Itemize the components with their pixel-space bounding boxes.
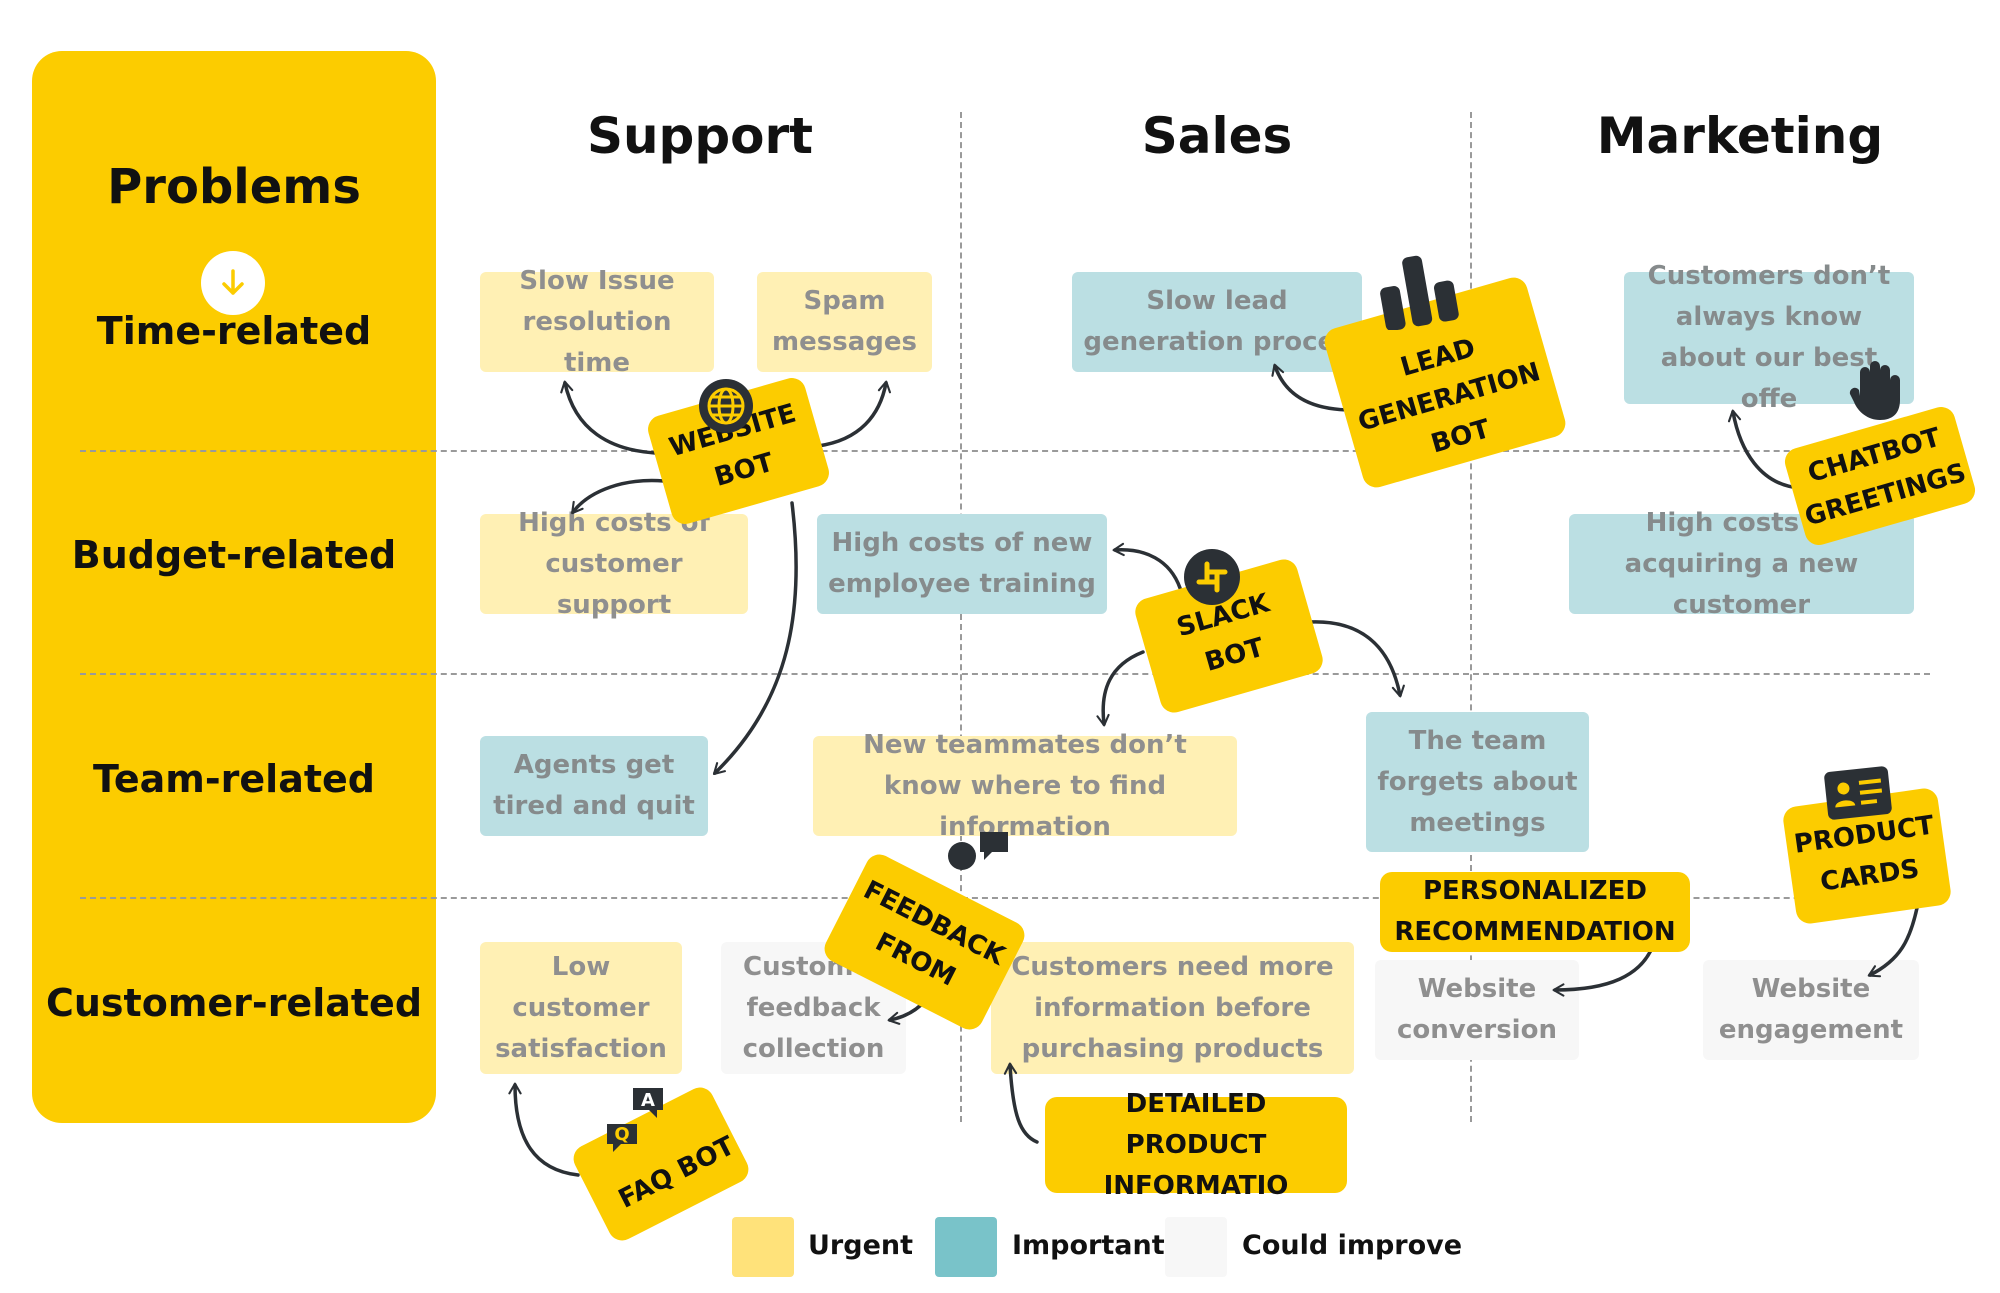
personalized-recommendation-tag: PERSONALIZED RECOMMENDATION xyxy=(1380,872,1690,952)
column-header-marketing: Marketing xyxy=(1596,107,1884,165)
legend-label-could-improve: Could improve xyxy=(1242,1230,1463,1261)
problem-card: Agents get tired and quit xyxy=(480,736,708,836)
globe-icon xyxy=(698,378,754,438)
row-divider xyxy=(80,450,1930,452)
problem-card: High costs of customer support xyxy=(480,508,748,620)
slack-icon xyxy=(1183,548,1241,610)
qa-bubbles-icon: Q A xyxy=(605,1080,667,1156)
problem-card: High costs of new employee training xyxy=(817,514,1107,614)
problem-card: Website conversion xyxy=(1375,960,1579,1060)
row-label-time: Time-related xyxy=(96,309,372,353)
legend-swatch-important xyxy=(935,1217,997,1277)
column-header-sales: Sales xyxy=(1141,107,1293,165)
problem-card: Website engagement xyxy=(1703,960,1919,1060)
bar-chart-icon xyxy=(1372,250,1462,334)
chat-bubbles-icon xyxy=(946,826,1012,878)
problem-card: Spam messages xyxy=(757,272,932,372)
problem-card: Low customer satisfaction xyxy=(480,942,682,1074)
arrow-down-icon xyxy=(201,251,265,315)
legend-swatch-urgent xyxy=(732,1217,794,1277)
faq-a-letter: A xyxy=(641,1090,655,1111)
faq-q-letter: Q xyxy=(614,1124,629,1145)
row-label-customer: Customer-related xyxy=(45,981,423,1025)
id-card-icon xyxy=(1824,765,1892,825)
problem-card: Customers don’t always know about our be… xyxy=(1624,261,1914,414)
column-divider xyxy=(960,112,962,1122)
row-label-budget: Budget-related xyxy=(71,533,397,577)
legend-label-urgent: Urgent xyxy=(808,1230,914,1261)
problem-card: New teammates don’t know where to find i… xyxy=(813,730,1237,842)
detailed-product-information-tag: DETAILED PRODUCT INFORMATIO xyxy=(1045,1089,1347,1201)
problem-card: Slow Issue resolution time xyxy=(480,266,714,378)
legend-swatch-could-improve xyxy=(1165,1217,1227,1277)
row-divider xyxy=(80,897,1930,899)
row-divider xyxy=(80,673,1930,675)
sidebar-title: Problems xyxy=(107,159,361,215)
row-label-team: Team-related xyxy=(93,757,375,801)
column-header-support: Support xyxy=(586,107,814,165)
problem-card: Customers need more information before p… xyxy=(991,942,1354,1074)
problems-sidebar: Problems Time-related Budget-related Tea… xyxy=(32,51,436,1123)
legend-label-important: Important xyxy=(1012,1230,1165,1261)
hand-wave-icon xyxy=(1848,356,1908,426)
column-divider xyxy=(1470,112,1472,1122)
problem-card: The team forgets about meetings xyxy=(1366,712,1589,852)
problem-card: Slow lead generation proces xyxy=(1072,272,1362,372)
